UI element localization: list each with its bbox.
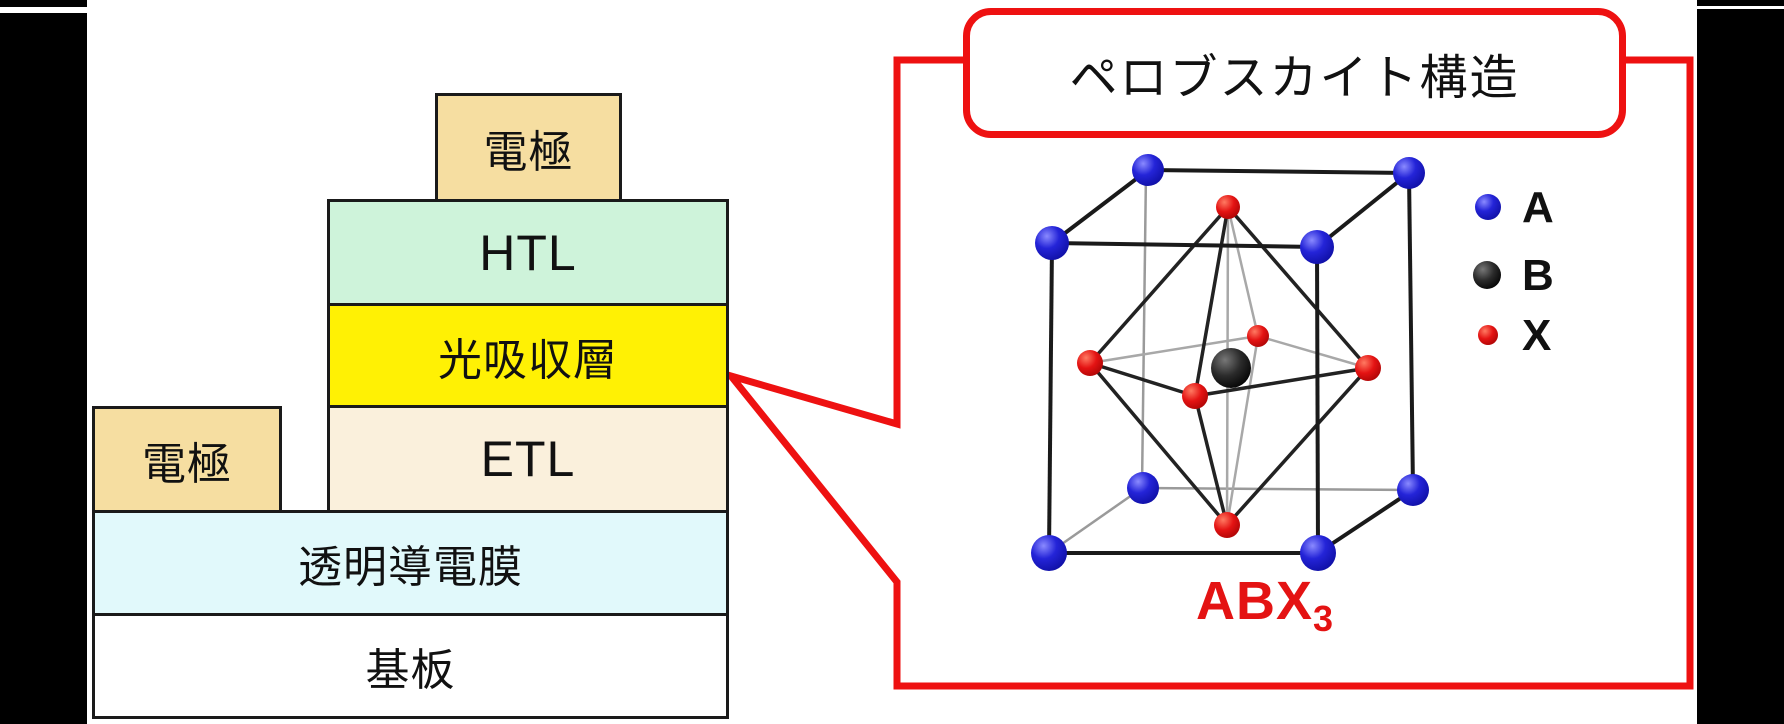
layer-htl-label: HTL xyxy=(479,224,577,281)
cube-hidden-edges xyxy=(1048,169,1414,555)
callout-frame xyxy=(721,56,1694,690)
octahedron-edges xyxy=(1088,205,1370,527)
layer-etl: ETL xyxy=(327,405,729,513)
x-site-spheres xyxy=(1077,195,1381,538)
layer-transparent-conductive-film-label: 透明導電膜 xyxy=(298,543,523,592)
panel-title-box: ペロブスカイト構造 xyxy=(963,8,1626,138)
formula-subscript: 3 xyxy=(1313,597,1335,639)
legend-a-dot xyxy=(1475,194,1501,220)
b-site-sphere xyxy=(1211,348,1251,388)
layer-top-electrode-label: 電極 xyxy=(483,127,574,177)
cube-edges xyxy=(1047,168,1415,555)
layer-substrate-label: 基板 xyxy=(365,646,456,695)
formula-base: ABX xyxy=(1196,571,1314,631)
layer-htl: HTL xyxy=(327,199,729,306)
legend-a-label: A xyxy=(1522,183,1554,232)
letterbox-notch-right xyxy=(1697,6,1784,9)
layer-transparent-conductive-film: 透明導電膜 xyxy=(92,510,729,616)
legend-x-dot xyxy=(1478,325,1498,345)
legend-b-label: B xyxy=(1522,251,1554,300)
a-site-spheres xyxy=(1031,154,1429,571)
layer-light-absorber: 光吸収層 xyxy=(327,303,729,408)
layer-top-electrode: 電極 xyxy=(435,93,622,202)
letterbox-bar-left xyxy=(0,0,87,724)
letterbox-notch-left xyxy=(0,7,87,13)
layer-light-absorber-label: 光吸収層 xyxy=(438,335,618,385)
panel-title: ペロブスカイト構造 xyxy=(1069,52,1520,105)
layer-etl-label: ETL xyxy=(480,431,576,487)
layer-left-electrode: 電極 xyxy=(92,406,282,513)
formula-label: ABX3 xyxy=(1196,570,1356,640)
letterbox-bar-right xyxy=(1697,0,1784,724)
layer-left-electrode-label: 電極 xyxy=(142,439,232,489)
legend-x-label: X xyxy=(1522,311,1552,360)
layer-substrate: 基板 xyxy=(92,613,729,719)
legend-b-dot xyxy=(1473,261,1501,289)
perovskite-crystal-structure xyxy=(1031,154,1501,571)
